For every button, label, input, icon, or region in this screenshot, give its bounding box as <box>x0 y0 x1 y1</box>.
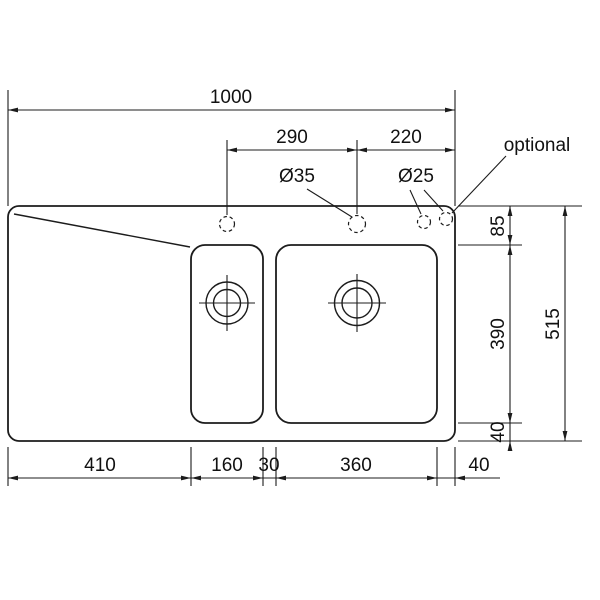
dim-right-offset: 40 <box>468 455 489 476</box>
arrowhead <box>191 475 201 481</box>
dim-drainer-width: 410 <box>84 455 116 476</box>
dim-overall-depth: 515 <box>543 308 564 340</box>
label-accessory-hole-diameter: Ø25 <box>398 166 434 187</box>
dim-hole-offset-left: 290 <box>276 127 308 148</box>
dim-hole-offset-right: 220 <box>390 127 422 148</box>
tap-hole-optional-2 <box>438 211 454 227</box>
tap-hole-small-bowl <box>218 215 236 233</box>
arrowhead <box>507 245 513 255</box>
dim-overall-width: 1000 <box>210 87 252 108</box>
arrowhead <box>181 475 191 481</box>
main-bowl <box>275 244 438 424</box>
tap-hole-optional-1 <box>416 214 432 230</box>
arrowhead <box>445 107 455 113</box>
arrowhead <box>8 107 18 113</box>
arrowhead <box>357 147 367 153</box>
dim-bowl-to-edge: 40 <box>488 421 509 442</box>
arrowhead <box>253 475 263 481</box>
small-bowl <box>190 244 264 424</box>
arrowhead <box>562 206 568 216</box>
leader-main-hole <box>306 188 353 218</box>
label-main-hole-diameter: Ø35 <box>279 166 315 187</box>
label-optional: optional <box>504 135 571 156</box>
arrowhead <box>347 147 357 153</box>
arrowhead <box>455 475 465 481</box>
arrowhead <box>276 475 286 481</box>
dim-bowl-length: 390 <box>488 318 509 350</box>
sink-outline <box>7 205 456 442</box>
arrowhead <box>227 147 237 153</box>
dim-divider-width: 30 <box>258 455 279 476</box>
leader-optional <box>451 155 507 214</box>
arrowhead <box>445 147 455 153</box>
dim-main-bowl-width: 360 <box>340 455 372 476</box>
drainer-slope-line <box>13 213 191 248</box>
tap-hole-main <box>347 214 367 234</box>
leader-accessory-hole-2 <box>423 189 444 212</box>
dim-small-bowl-width: 160 <box>211 455 243 476</box>
arrowhead <box>427 475 437 481</box>
arrowhead <box>562 431 568 441</box>
leader-accessory-hole-1 <box>409 189 422 215</box>
arrowhead <box>8 475 18 481</box>
arrowhead <box>507 206 513 216</box>
dim-ledge-depth: 85 <box>488 215 509 236</box>
